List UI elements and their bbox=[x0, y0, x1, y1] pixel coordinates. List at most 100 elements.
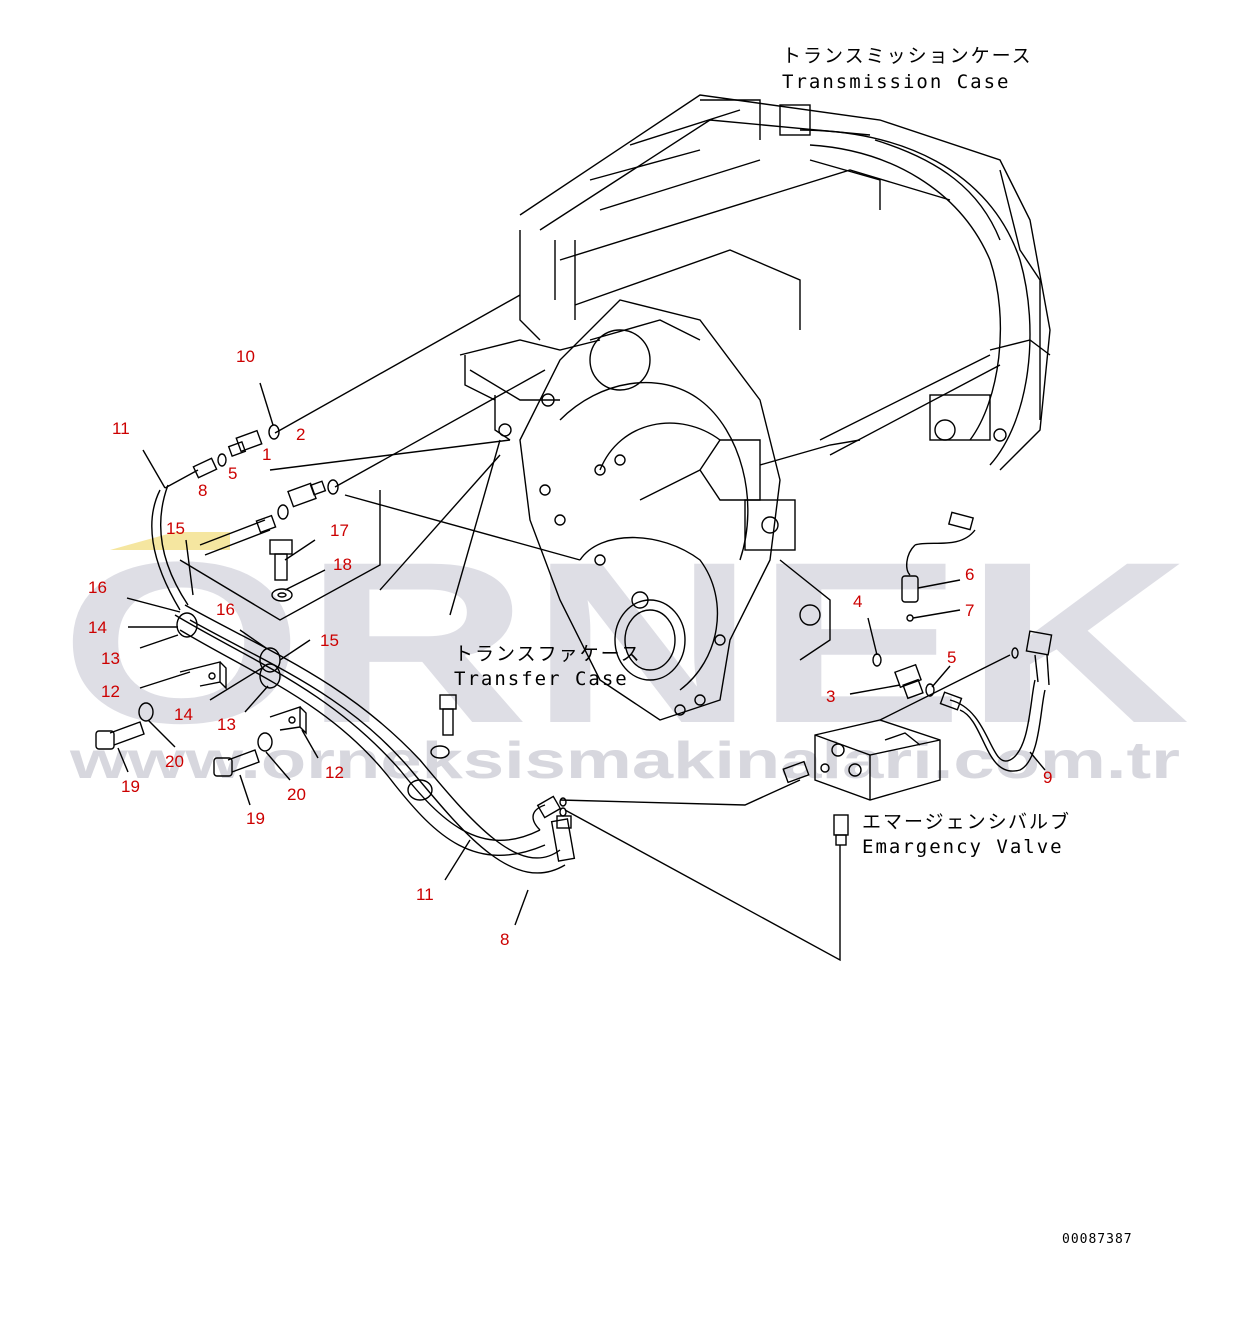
callout-16: 16 bbox=[216, 600, 235, 619]
callout-11: 11 bbox=[112, 419, 130, 438]
part-19-bolt-right bbox=[213, 749, 260, 777]
leader-15a bbox=[185, 539, 194, 596]
callout-18: 18 bbox=[333, 555, 352, 574]
callout-13: 13 bbox=[101, 649, 120, 668]
leader-20b bbox=[265, 751, 291, 781]
transmission-case-label-en: Transmission Case bbox=[782, 71, 1010, 93]
callout-10: 10 bbox=[236, 347, 255, 366]
part-1-adapter-lower bbox=[277, 480, 327, 520]
callout-11: 11 bbox=[416, 885, 434, 904]
leader-7 bbox=[912, 609, 961, 619]
transfer-case-label-en: Transfer Case bbox=[454, 668, 629, 690]
callout-9: 9 bbox=[1043, 768, 1052, 787]
leader-13a bbox=[139, 634, 179, 649]
callout-5: 5 bbox=[228, 464, 237, 483]
part-12-bracket-right bbox=[269, 706, 307, 735]
part-19-bolt-left bbox=[95, 721, 145, 750]
part-12-bracket-left bbox=[179, 661, 227, 690]
callout-17: 17 bbox=[330, 521, 349, 540]
watermark-accent-shape bbox=[110, 532, 230, 550]
leader-19b bbox=[239, 774, 251, 806]
guide-line-1 bbox=[274, 294, 521, 434]
part-17-bolt bbox=[269, 539, 293, 581]
leader-12a bbox=[139, 671, 191, 689]
callout-16: 16 bbox=[88, 578, 107, 597]
emergency-oring-2 bbox=[559, 807, 567, 817]
leader-10 bbox=[259, 382, 274, 426]
watermark-website: www.orneksismakinalari.com.tr bbox=[69, 732, 1180, 790]
leader-8b bbox=[514, 889, 529, 926]
callout-7: 7 bbox=[965, 601, 974, 620]
emergency-valve-label-jp: エマージェンシバルブ bbox=[862, 810, 1071, 833]
leader-9 bbox=[1029, 751, 1046, 771]
part-20-washer-right bbox=[257, 732, 273, 752]
drawing-number: 00087387 bbox=[1062, 1232, 1133, 1247]
leader-4 bbox=[867, 617, 878, 656]
callout-15: 15 bbox=[320, 631, 339, 650]
leader-11a bbox=[142, 449, 166, 489]
leader-20a bbox=[147, 719, 176, 748]
transmission-case-label-jp: トランスミッションケース bbox=[782, 45, 1033, 67]
part-6-sensor bbox=[901, 511, 976, 603]
callout-15: 15 bbox=[166, 519, 185, 538]
transfer-case-outline bbox=[498, 299, 1001, 721]
part-1-connector-upper bbox=[227, 429, 263, 457]
guide-line-5 bbox=[379, 454, 501, 591]
part-10-oring bbox=[268, 424, 280, 440]
guide-line-3 bbox=[344, 494, 581, 561]
guide-line-ev-3 bbox=[879, 654, 1011, 721]
part-18-washer-hole bbox=[277, 592, 287, 598]
leader-6 bbox=[917, 579, 961, 589]
part-3-valve bbox=[894, 663, 924, 700]
callout-12: 12 bbox=[101, 682, 120, 701]
callout-12: 12 bbox=[325, 763, 344, 782]
watermark: ORNEK www.orneksismakinalari.com.tr bbox=[60, 514, 1190, 790]
leader-16a bbox=[126, 597, 181, 613]
callout-5: 5 bbox=[947, 648, 956, 667]
callout-14: 14 bbox=[174, 705, 193, 724]
callout-2: 2 bbox=[296, 425, 305, 444]
leader-17 bbox=[284, 539, 316, 561]
leader-5b bbox=[931, 665, 951, 688]
part-9-hose bbox=[939, 630, 1053, 772]
callout-14: 14 bbox=[88, 618, 107, 637]
part-2-oring bbox=[327, 479, 339, 495]
leader-14b bbox=[209, 667, 263, 701]
guide-line-ev-1 bbox=[559, 779, 801, 806]
leader-18 bbox=[284, 569, 326, 591]
assembly-labels: トランスミッションケース Transmission Case トランスファケース… bbox=[454, 45, 1071, 858]
guide-line-2 bbox=[334, 369, 546, 488]
leader-16b bbox=[239, 629, 267, 649]
callout-6: 6 bbox=[965, 565, 974, 584]
callout-19: 19 bbox=[121, 777, 140, 796]
transmission-case-outline bbox=[459, 94, 1051, 471]
callout-20: 20 bbox=[165, 752, 184, 771]
clamp-guide-box bbox=[179, 490, 381, 621]
callout-13: 13 bbox=[217, 715, 236, 734]
callout-20: 20 bbox=[287, 785, 306, 804]
leader-3 bbox=[849, 684, 901, 695]
emergency-valve-label-en: Emargency Valve bbox=[862, 836, 1064, 858]
part-9-oring bbox=[1011, 647, 1019, 659]
guide-line-ev-2 bbox=[564, 809, 841, 962]
callout-3: 3 bbox=[826, 687, 835, 706]
callout-8: 8 bbox=[500, 930, 509, 949]
main-hose-pair bbox=[174, 604, 576, 874]
guide-line-6 bbox=[449, 439, 501, 616]
part-18-washer bbox=[271, 588, 293, 602]
transfer-case-label-jp: トランスファケース bbox=[454, 643, 642, 665]
part-8-hose-upper bbox=[151, 457, 218, 611]
guide-line-4 bbox=[269, 439, 511, 471]
part-11-tube-upper bbox=[199, 514, 277, 556]
emergency-valve-fitting-left bbox=[782, 760, 810, 784]
callout-19: 19 bbox=[246, 809, 265, 828]
callout-8: 8 bbox=[198, 481, 207, 500]
leader-15b bbox=[279, 639, 311, 661]
transfer-bolt bbox=[430, 694, 457, 759]
emergency-valve-fitting-bottom bbox=[833, 814, 849, 846]
leader-11b bbox=[444, 839, 471, 881]
callouts: 10 2 1 11 5 8 15 17 18 16 16 14 15 13 12… bbox=[88, 347, 1052, 949]
callout-4: 4 bbox=[853, 592, 862, 611]
part-5-oring-lower bbox=[925, 683, 935, 697]
